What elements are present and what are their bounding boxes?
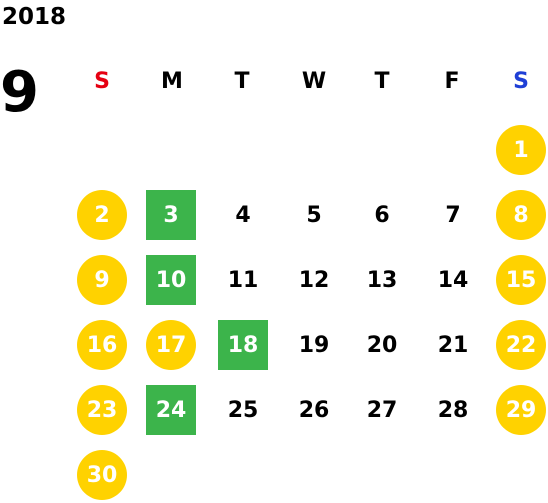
year-label: 2018 bbox=[2, 4, 67, 30]
day-cell-3: 3 bbox=[146, 190, 196, 240]
day-cell-17: 17 bbox=[146, 320, 196, 370]
day-cell-8: 8 bbox=[496, 190, 546, 240]
day-cell-29: 29 bbox=[496, 385, 546, 435]
weekday-thursday: T bbox=[374, 68, 390, 94]
month-number: 9 bbox=[0, 60, 39, 125]
weekday-monday: M bbox=[161, 68, 183, 94]
day-cell-16: 16 bbox=[77, 320, 127, 370]
day-cell-25: 25 bbox=[227, 397, 259, 423]
weekday-saturday: S bbox=[513, 68, 529, 94]
day-cell-23: 23 bbox=[77, 385, 127, 435]
day-cell-22: 22 bbox=[496, 320, 546, 370]
day-cell-24: 24 bbox=[146, 385, 196, 435]
day-cell-5: 5 bbox=[306, 202, 322, 228]
day-cell-15: 15 bbox=[496, 255, 546, 305]
weekday-wednesday: W bbox=[301, 68, 327, 94]
weekday-tuesday: T bbox=[234, 68, 250, 94]
day-cell-4: 4 bbox=[235, 202, 251, 228]
day-cell-10: 10 bbox=[146, 255, 196, 305]
weekday-friday: F bbox=[444, 68, 460, 94]
weekday-sunday: S bbox=[94, 68, 110, 94]
day-cell-28: 28 bbox=[437, 397, 469, 423]
day-cell-27: 27 bbox=[366, 397, 398, 423]
day-cell-19: 19 bbox=[298, 332, 330, 358]
day-cell-1: 1 bbox=[496, 125, 546, 175]
day-cell-20: 20 bbox=[366, 332, 398, 358]
day-cell-18: 18 bbox=[218, 320, 268, 370]
day-cell-12: 12 bbox=[298, 267, 330, 293]
day-cell-14: 14 bbox=[437, 267, 469, 293]
day-cell-6: 6 bbox=[374, 202, 390, 228]
day-cell-9: 9 bbox=[77, 255, 127, 305]
day-cell-13: 13 bbox=[366, 267, 398, 293]
day-cell-11: 11 bbox=[227, 267, 259, 293]
day-cell-30: 30 bbox=[77, 450, 127, 500]
day-cell-21: 21 bbox=[437, 332, 469, 358]
day-cell-26: 26 bbox=[298, 397, 330, 423]
day-cell-7: 7 bbox=[445, 202, 461, 228]
day-cell-2: 2 bbox=[77, 190, 127, 240]
